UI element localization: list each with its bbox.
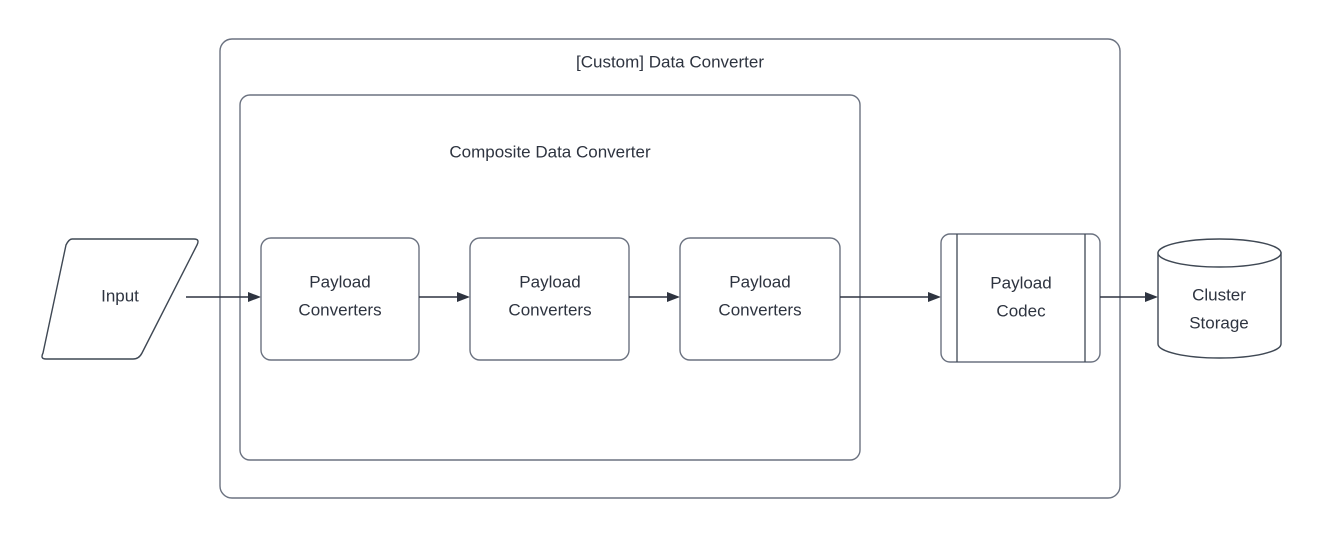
node-payload-converters-3-shape[interactable]: [679, 237, 841, 361]
connector-pc3-to-codec-arrowhead: [928, 292, 941, 302]
connector-pc2-to-pc3-arrowhead: [667, 292, 680, 302]
connector-input-to-pc1-arrowhead: [248, 292, 261, 302]
container-composite-data-converter-label: Composite Data Converter: [449, 142, 651, 161]
node-payload-converters-2-shape[interactable]: [469, 237, 630, 361]
connector-pc3-to-codec: [840, 292, 941, 302]
connector-codec-to-storage-arrowhead: [1145, 292, 1158, 302]
node-payload-converters-2-label-line2: Converters: [508, 300, 591, 319]
node-payload-converters-3-label-line1: Payload: [729, 272, 790, 291]
node-cluster-storage-label-line2: Storage: [1189, 313, 1249, 332]
node-input-label: Input: [101, 286, 139, 305]
node-cluster-storage[interactable]: Cluster Storage: [1157, 238, 1282, 359]
node-payload-converters-3[interactable]: Payload Converters: [679, 237, 841, 361]
node-cluster-storage-body[interactable]: [1157, 252, 1282, 359]
node-input[interactable]: Input: [41, 238, 199, 360]
node-payload-codec-label-line1: Payload: [990, 273, 1051, 292]
node-payload-converters-1-label-line2: Converters: [298, 300, 381, 319]
node-cluster-storage-top: [1157, 238, 1282, 268]
node-payload-converters-2-label-line1: Payload: [519, 272, 580, 291]
node-payload-converters-1[interactable]: Payload Converters: [260, 237, 420, 361]
connector-codec-to-storage: [1100, 292, 1158, 302]
node-payload-codec-shape[interactable]: [940, 233, 1101, 363]
node-cluster-storage-label-line1: Cluster: [1192, 285, 1246, 304]
connector-pc2-to-pc3: [629, 292, 680, 302]
node-payload-codec-label-line2: Codec: [996, 301, 1046, 320]
node-input-shape[interactable]: [41, 238, 199, 360]
node-payload-converters-1-label-line1: Payload: [309, 272, 370, 291]
node-payload-converters-2[interactable]: Payload Converters: [469, 237, 630, 361]
container-custom-data-converter-label: [Custom] Data Converter: [576, 52, 764, 71]
node-payload-converters-1-shape[interactable]: [260, 237, 420, 361]
connector-pc1-to-pc2-arrowhead: [457, 292, 470, 302]
connector-input-to-pc1: [186, 292, 261, 302]
node-payload-converters-3-label-line2: Converters: [718, 300, 801, 319]
node-payload-codec[interactable]: Payload Codec: [940, 233, 1101, 363]
connector-pc1-to-pc2: [419, 292, 470, 302]
